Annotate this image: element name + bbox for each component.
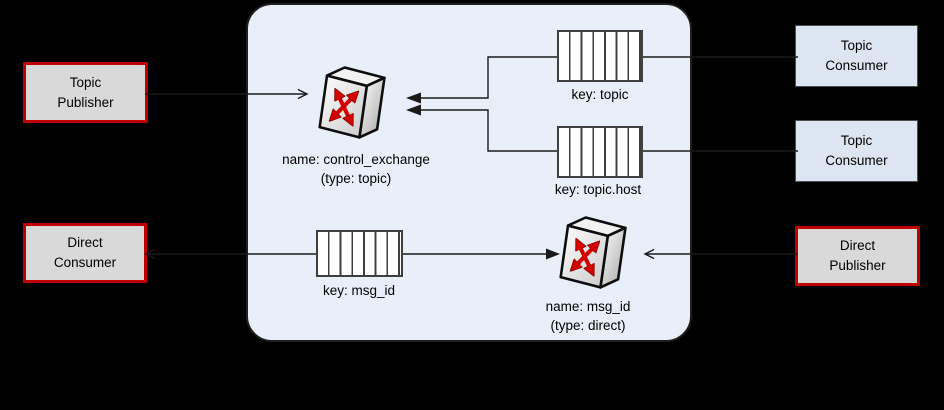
- control-exchange-icon: [318, 66, 386, 139]
- topic-publisher-label-line2: Publisher: [57, 94, 114, 110]
- topic-consumer-2-label-line2: Consumer: [825, 153, 888, 168]
- topic-consumer-2-label-line1: Topic: [840, 133, 873, 148]
- arrow-open-head-direct-consumer: [144, 248, 156, 260]
- direct-consumer-box: Direct Consumer: [23, 223, 147, 283]
- exchange-crossed-arrows: [331, 90, 357, 124]
- topic-consumer-1-label-line2: Consumer: [825, 58, 888, 73]
- exchange-crossed-arrows: [572, 240, 598, 274]
- msgid-exchange-icon: [559, 216, 627, 289]
- control-exchange-label: name: control_exchange (type: topic): [256, 150, 456, 188]
- direct-publisher-label-line1: Direct: [839, 238, 876, 253]
- control-exchange-name: name: control_exchange: [282, 152, 430, 167]
- topic-publisher-label-line1: Topic: [69, 74, 102, 90]
- msgid-exchange-name: name: msg_id: [545, 299, 631, 314]
- msgid-exchange-type: (type: direct): [550, 318, 626, 333]
- queue-topic-host-key-label: key: topic.host: [554, 182, 642, 197]
- topic-consumer-1-box: Topic Consumer: [795, 25, 918, 87]
- topic-consumer-2-box: Topic Consumer: [795, 120, 918, 182]
- queue-msgid-key-label: key: msg_id: [322, 283, 396, 298]
- control-exchange-type: (type: topic): [320, 171, 392, 186]
- queue-topic-host: [557, 126, 643, 178]
- topic-consumer-1-label-line1: Topic: [840, 38, 873, 53]
- direct-consumer-label-line2: Consumer: [53, 255, 117, 270]
- queue-topic-key-label: key: topic: [571, 87, 629, 102]
- direct-consumer-label-line1: Direct: [67, 235, 103, 250]
- msgid-exchange-label: name: msg_id (type: direct): [488, 297, 688, 335]
- topic-publisher-box: Topic Publisher: [23, 62, 148, 123]
- direct-publisher-box: Direct Publisher: [795, 226, 920, 286]
- queue-topic: [557, 30, 643, 82]
- queue-msgid: [316, 230, 403, 277]
- direct-publisher-label-line2: Publisher: [829, 258, 886, 273]
